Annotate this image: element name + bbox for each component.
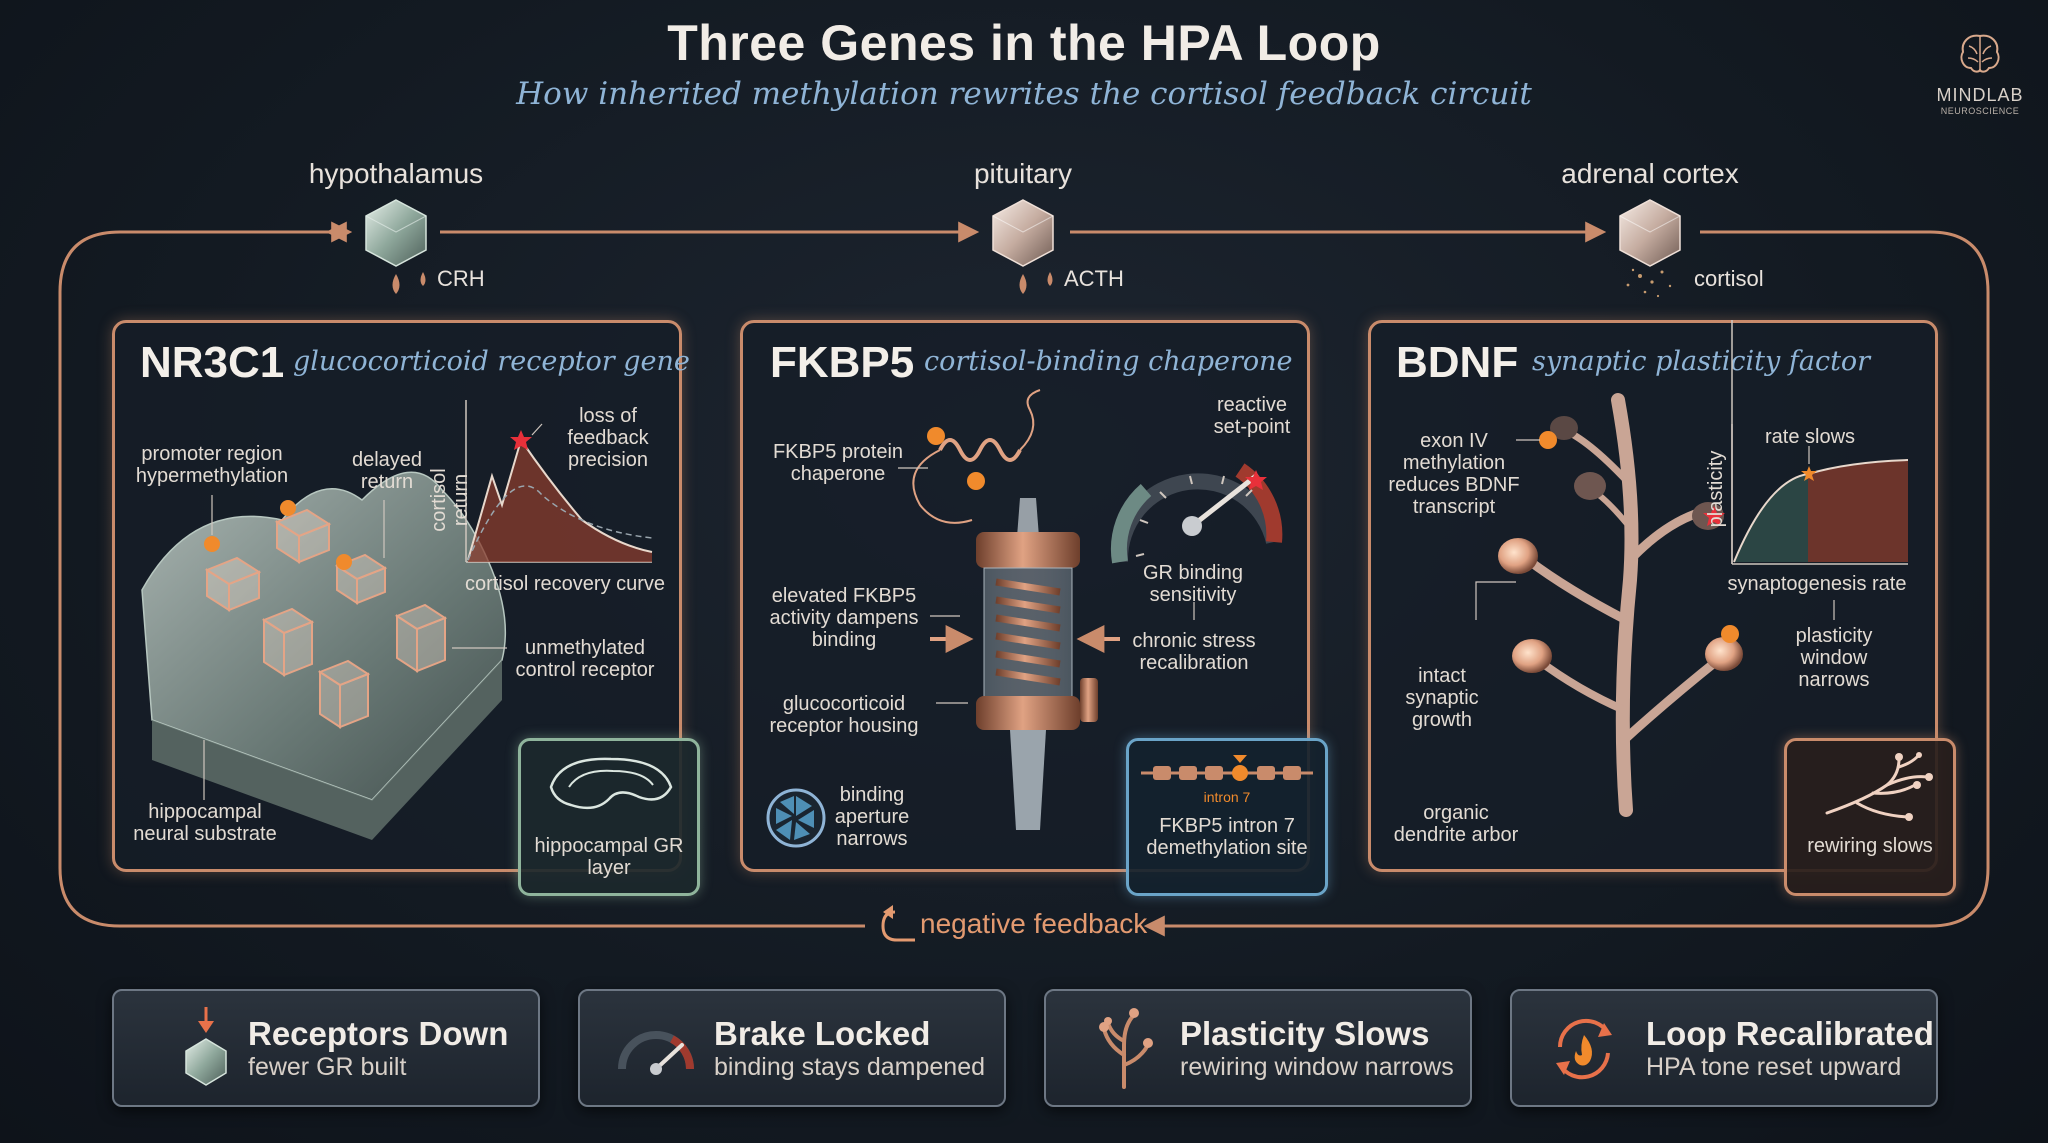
unmethylated-label: unmethylated control receptor [515, 637, 655, 681]
fkbp5-description: cortisol-binding chaperone [924, 346, 1293, 377]
synaptogenesis-axis-label: synaptogenesis rate [1727, 573, 1907, 595]
bdnf-description: synaptic plasticity factor [1532, 346, 1871, 377]
recovery-curve-label: cortisol recovery curve [464, 573, 666, 595]
summary-card-brake: Brake Locked binding stays dampened [578, 989, 1006, 1107]
page-title: Three Genes in the HPA Loop [667, 15, 1381, 71]
aperture-label: binding aperture narrows [834, 784, 910, 850]
fkbp5-gene-name: FKBP5 [770, 338, 915, 387]
receptor-crystal-icon [185, 1007, 227, 1086]
card-title: Loop Recalibrated [1646, 1015, 1934, 1052]
hippocampal-gr-inset: hippocampal GR layer [518, 738, 700, 896]
brand-logo: MINDLAB NEUROSCIENCE [1925, 32, 2035, 116]
card-title: Receptors Down [248, 1015, 509, 1052]
card-subtitle: HPA tone reset upward [1646, 1053, 1902, 1081]
card-subtitle: rewiring window narrows [1180, 1053, 1454, 1081]
rewiring-slows-label: rewiring slows [1807, 835, 1933, 857]
exon-iv-label: exon IV methylation reduces BDNF transcr… [1388, 430, 1520, 518]
pituitary-label: pituitary [973, 158, 1073, 189]
promoter-label: promoter region hypermethylation [135, 443, 289, 487]
elevated-activity-label: elevated FKBP5 activity dampens binding [769, 585, 919, 651]
page-subtitle: How inherited methylation rewrites the c… [516, 76, 1532, 112]
demethylation-site-label: FKBP5 intron 7 demethylation site [1146, 815, 1308, 859]
crh-label: CRH [437, 266, 485, 291]
gr-sensitivity-label: GR binding sensitivity [1142, 562, 1244, 606]
negative-feedback-label: negative feedback [920, 908, 1148, 939]
hypothalamus-node-icon [365, 199, 427, 294]
branch-icon [1825, 752, 1933, 821]
nr3c1-gene-name: NR3C1 [140, 338, 285, 387]
plasticity-window-label: plasticity window narrows [1795, 625, 1873, 691]
rewiring-inset: rewiring slows [1784, 738, 1956, 896]
acth-label: ACTH [1064, 266, 1124, 291]
hippocampal-gr-layer-label: hippocampal GR layer [534, 835, 684, 879]
dendrite-arbor-label: organic dendrite arbor [1393, 802, 1519, 846]
nr3c1-illustration [141, 400, 653, 840]
summary-card-loop: Loop Recalibrated HPA tone reset upward [1510, 989, 1938, 1107]
dna-strand-icon [1141, 755, 1313, 781]
dendrite-icon [1099, 1008, 1153, 1089]
feedback-return-icon [881, 910, 915, 942]
summary-card-receptors: Receptors Down fewer GR built [112, 989, 540, 1107]
pituitary-node-icon [992, 199, 1054, 294]
brain-logo-icon [1960, 34, 2000, 73]
card-subtitle: binding stays dampened [714, 1053, 986, 1081]
cortisol-label: cortisol [1694, 266, 1764, 291]
feedback-loop-path [58, 221, 865, 928]
intron-7-tag: intron 7 [1203, 789, 1251, 805]
hippocampus-icon [549, 757, 673, 810]
cycle-flame-icon [1556, 1018, 1612, 1080]
substrate-label: hippocampal neural substrate [133, 801, 277, 845]
delayed-return-label: delayed return [351, 449, 423, 493]
logo-name: MINDLAB [1936, 85, 2024, 105]
nr3c1-description: glucocorticoid receptor gene [293, 346, 690, 377]
card-title: Plasticity Slows [1180, 1015, 1430, 1052]
receptor-housing-label: glucocorticoid receptor housing [769, 693, 919, 737]
loss-of-precision-label: loss of feedback precision [567, 405, 649, 471]
rate-slows-label: rate slows [1764, 426, 1856, 448]
fkbp5-protein-label: FKBP5 protein chaperone [772, 441, 904, 485]
gauge-icon [618, 1031, 694, 1075]
intron-7-inset: intron 7 FKBP5 intron 7 demethylation si… [1126, 738, 1328, 896]
bdnf-illustration [1475, 320, 1909, 817]
intact-growth-label: intact synaptic growth [1405, 665, 1479, 731]
chronic-stress-label: chronic stress recalibration [1132, 630, 1256, 674]
bdnf-gene-name: BDNF [1396, 338, 1519, 387]
cortisol-return-axis-label: cortisol return [428, 468, 472, 532]
logo-tagline: NEUROSCIENCE [1940, 106, 2020, 116]
adrenal-cortex-label: adrenal cortex [1561, 158, 1739, 189]
set-point-label: reactive set-point [1213, 394, 1291, 438]
card-title: Brake Locked [714, 1015, 931, 1052]
summary-card-plasticity: Plasticity Slows rewiring window narrows [1044, 989, 1472, 1107]
adrenal-node-icon [1619, 199, 1681, 298]
card-subtitle: fewer GR built [248, 1053, 407, 1081]
fkbp5-illustration [766, 389, 1283, 848]
hypothalamus-label: hypothalamus [308, 158, 484, 189]
plasticity-axis-label: plasticity [1705, 450, 1727, 528]
